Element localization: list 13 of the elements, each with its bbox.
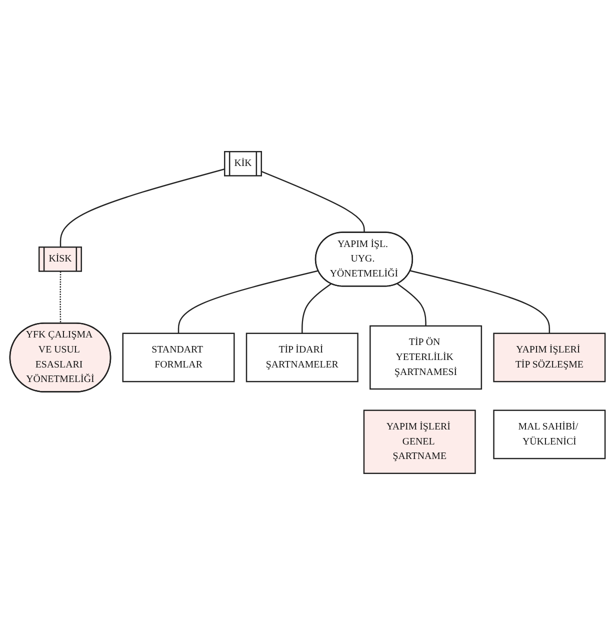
- node-box: MAL SAHİBİ/ YÜKLENİCİ: [493, 410, 606, 460]
- connector: [60, 272, 62, 324]
- connector: [178, 270, 318, 334]
- node-box: TİP ÖN YETERLİLİK ŞARTNAMESİ: [370, 325, 482, 390]
- connector: [261, 171, 365, 233]
- connector: [302, 283, 332, 334]
- connector: [60, 168, 226, 248]
- node-box: YAPIM İŞLERİ TİP SÖZLEŞME: [493, 332, 606, 382]
- connector: [410, 270, 550, 334]
- connector: [396, 283, 426, 326]
- node-box: TİP İDARİ ŞARTNAMELER: [246, 332, 358, 382]
- node-box: STANDART FORMLAR: [122, 332, 235, 382]
- node-box: YAPIM İŞLERİ GENEL ŞARTNAME: [363, 410, 476, 474]
